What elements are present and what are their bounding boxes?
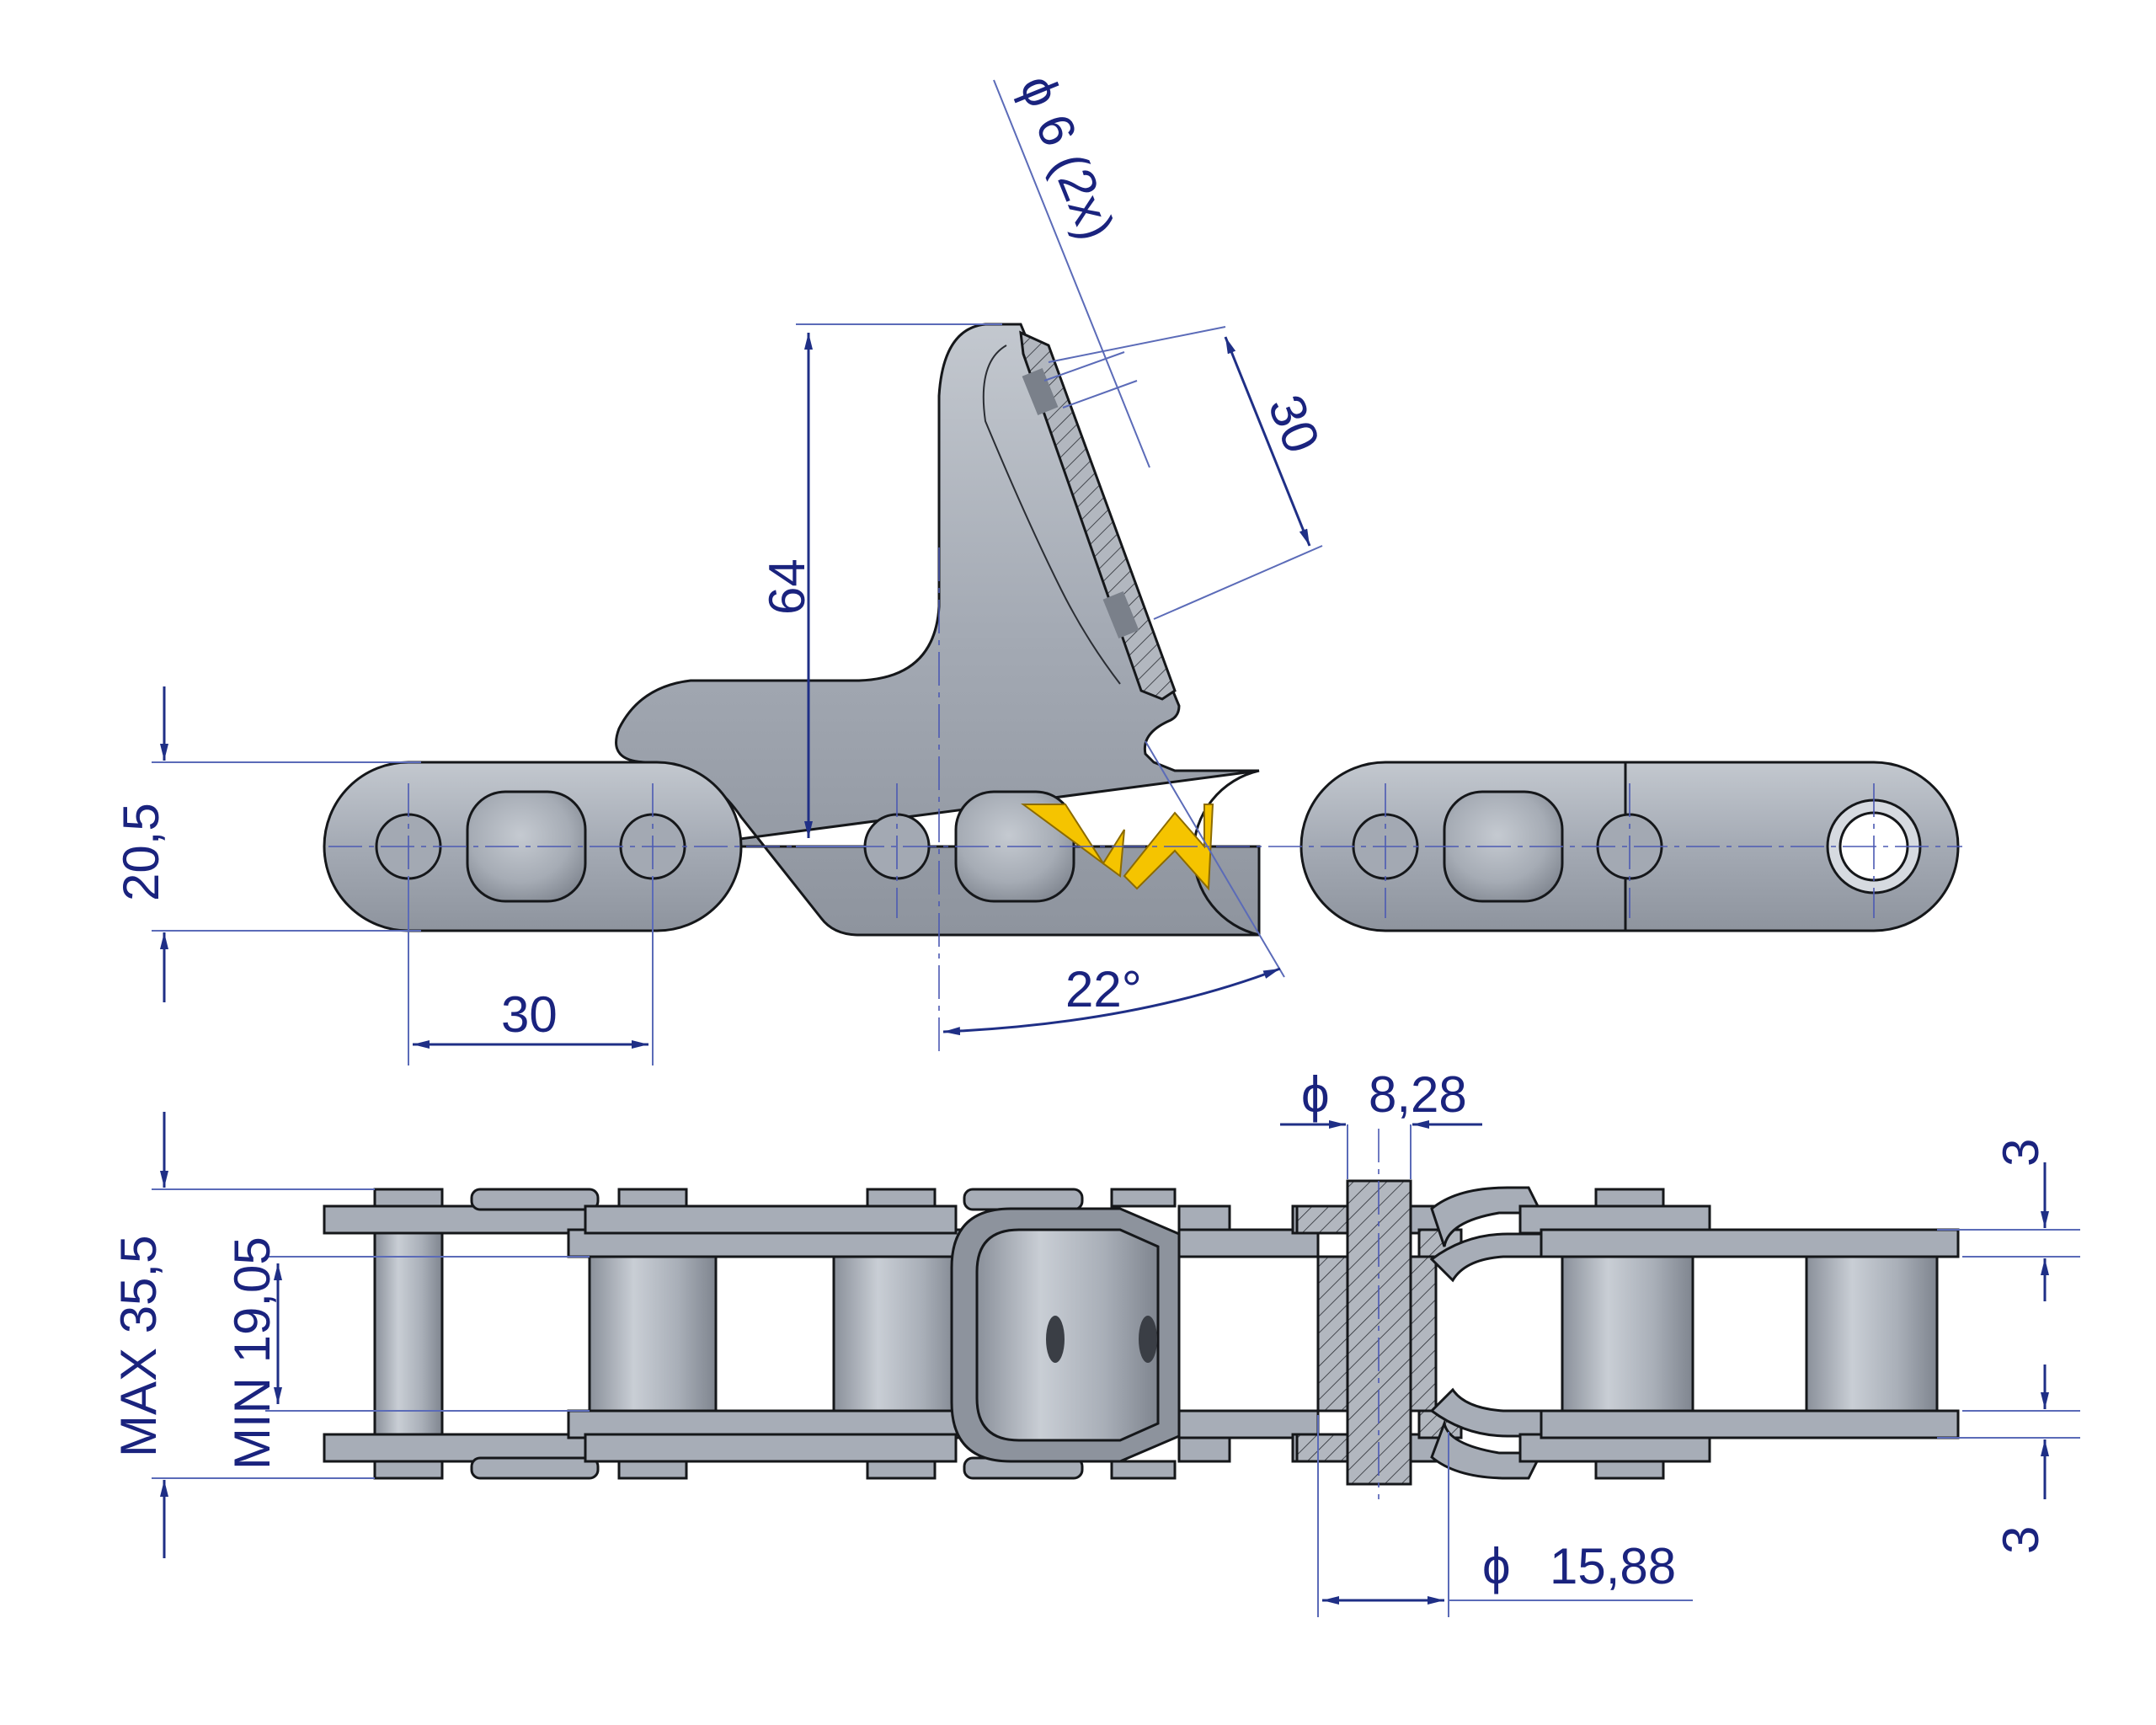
attachment-height-label: 64 — [759, 558, 815, 615]
pitch-label: 30 — [501, 986, 558, 1043]
inner-plate — [1540, 1409, 1960, 1439]
roller — [1561, 1255, 1694, 1413]
pin-head — [617, 1460, 688, 1480]
loop-slot — [1139, 1316, 1157, 1363]
angle-label: 22° — [1065, 961, 1142, 1017]
pin-head — [1110, 1188, 1177, 1208]
attachment-cap — [963, 1188, 1084, 1211]
outer-plate — [584, 1204, 958, 1235]
roller-diameter-symbol: ϕ — [1482, 1538, 1511, 1594]
cushion-cap — [470, 1456, 600, 1480]
inner-plate — [1540, 1228, 1960, 1258]
loop-slot — [1046, 1316, 1065, 1363]
plate-thickness-bottom: 3 — [1993, 1526, 2049, 1554]
pin-head — [1594, 1188, 1665, 1208]
plate-cap — [866, 1460, 937, 1480]
hatched-strip — [1019, 330, 1177, 701]
outer-plate — [584, 1433, 958, 1463]
attachment-loop-face — [975, 1228, 1160, 1442]
roller-diameter-value: 15,88 — [1550, 1538, 1676, 1594]
roller — [832, 1255, 962, 1413]
roller — [588, 1255, 718, 1413]
side-view: ϕ 6 (2x) 30 64 20,5 30 22° — [113, 67, 1962, 1065]
width-min-label: MIN 19,05 — [224, 1236, 280, 1470]
pin-head — [373, 1460, 444, 1480]
pin-head — [617, 1188, 688, 1208]
hole-diameter-label: ϕ 6 (2x) — [1009, 67, 1125, 248]
plate-thickness-top: 3 — [1993, 1139, 2049, 1167]
width-max-label: MAX 35,5 — [110, 1236, 167, 1457]
section-plate — [1295, 1433, 1349, 1463]
hole-b — [1102, 590, 1139, 639]
pin-diameter-value: 8,28 — [1369, 1066, 1467, 1123]
pin-head — [1110, 1460, 1177, 1480]
pin-head — [373, 1188, 444, 1208]
top-view: ϕ 8,28 ϕ 15,88 MAX 35,5 MIN 19,05 3 3 — [110, 1066, 2080, 1617]
hole-spacing-label: 30 — [1257, 387, 1331, 461]
roller — [1805, 1255, 1939, 1413]
section-plate — [1295, 1204, 1349, 1235]
pin-diameter-symbol: ϕ — [1301, 1066, 1330, 1123]
cushion-cap — [470, 1188, 600, 1211]
pin-head — [1594, 1460, 1665, 1480]
pin-body — [373, 1231, 444, 1436]
fin-relief — [982, 344, 1121, 685]
plate-cap — [866, 1188, 937, 1208]
link-height-label: 20,5 — [113, 803, 169, 901]
hole-a — [1022, 367, 1059, 416]
